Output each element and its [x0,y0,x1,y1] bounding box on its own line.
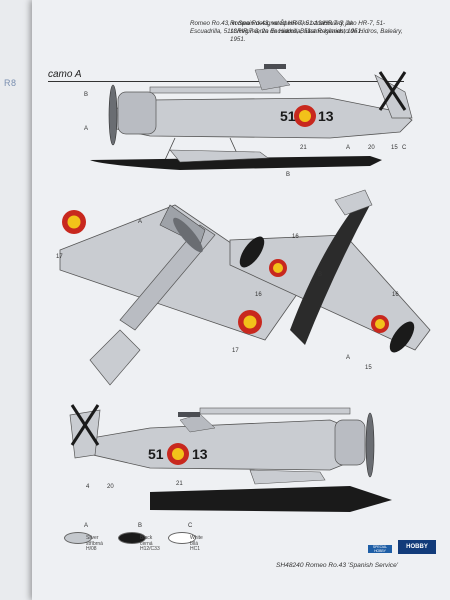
callout-side-top-8: C [402,145,407,151]
callout-side-bottom-2: 20 [107,484,114,490]
callout-side-top-6: 20 [368,145,375,151]
caption-czech: Romeo Ro.43, ve Španělsku označovaný jak… [230,20,403,43]
callout-side-bottom-3: 21 [176,481,183,487]
side-code-bottom-left: 51 [148,446,164,462]
side-view-top: 51 13 [90,64,413,170]
legend-name-silver: Silver [86,535,99,541]
callout-under-2: B [318,272,323,278]
legend-name-white: White [190,535,203,541]
side-code-top-left: 51 [280,108,296,124]
callout-side-top-7: 15 [391,145,398,151]
roundel-under-left [269,259,287,277]
swatch-silver [64,532,92,544]
callout-side-bottom-1: 4 [86,484,90,490]
roundel-under-right [371,315,389,333]
side-code-bottom-right: 13 [192,446,208,462]
hobby-logo: HOBBY [398,540,436,554]
special-hobby-logo: SPECIAL HOBBY [368,545,392,553]
callout-under-5: A [346,355,351,361]
side-view-bottom: 51 13 [69,404,392,512]
underside-view [229,189,431,353]
callout-side-top-4: 21 [300,145,307,151]
side-code-top-right: 13 [318,108,334,124]
callout-under-1: 16 [292,234,299,240]
previous-page-text: R8 [4,78,17,88]
plan-view [59,204,301,386]
roundel-side-top [294,105,316,127]
callout-side-top-2: A [84,126,89,132]
callout-side-top-5: A [346,145,351,151]
camo-divider [48,81,404,82]
roundel-plan-left [62,210,86,234]
callout-under-3: 16 [255,292,262,298]
callout-side-top-3: B [286,172,291,178]
callout-under-4: 16 [392,292,399,298]
callout-plan-3: 17 [232,348,239,354]
swatch-black [118,532,146,544]
callout-plan-1: 17 [56,254,63,260]
callout-under-6: 15 [365,365,372,371]
swatch-white [168,532,196,544]
caption-english: Romeo Ro.43, in Spain designated HR-7, 5… [190,20,363,35]
callout-side-top-1: B [84,92,89,98]
camo-label: camo A [48,69,82,80]
callout-plan-2: A [138,219,143,225]
legend-name-black: Black [140,535,153,541]
footer-kit-title: SH48240 Romeo Ro.43 'Spanish Service' [276,562,399,569]
roundel-plan-right [238,310,262,334]
roundel-side-bottom [167,443,189,465]
